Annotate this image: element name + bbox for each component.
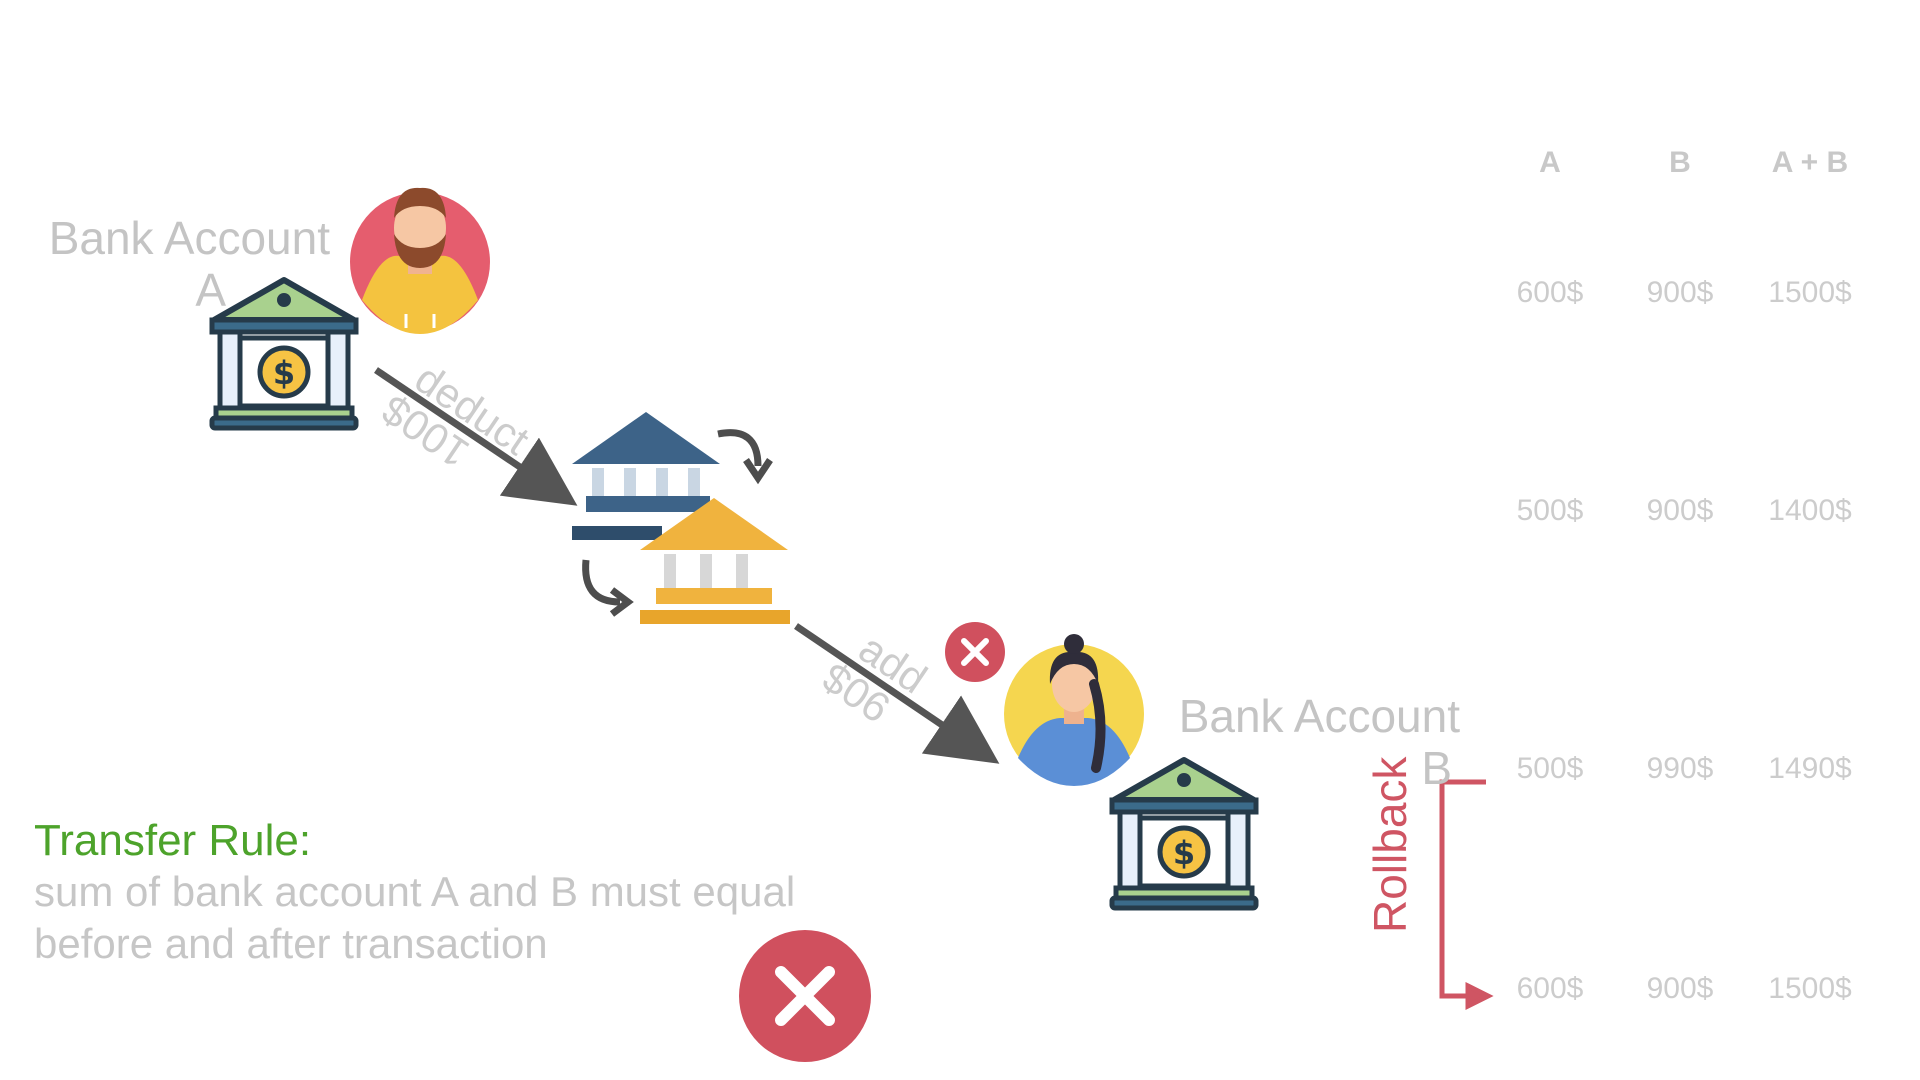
transfer-rule: Transfer Rule: sum of bank account A and… — [34, 816, 984, 970]
person-woman-avatar-icon — [1004, 634, 1144, 786]
account-a-line1: Bank Account — [48, 212, 330, 264]
rollback-label: Rollback — [1364, 756, 1416, 933]
bank-account-b-label: Bank Account B — [1140, 690, 1460, 794]
row4-a: 600$ — [1516, 972, 1584, 1005]
account-b-line2: B — [1421, 742, 1452, 794]
transfer-rule-title: Transfer Rule: — [34, 816, 312, 865]
transfer-rule-line2: before and after transaction — [34, 920, 548, 967]
person-man-avatar-icon — [350, 187, 490, 334]
row4-sum: 1500$ — [1768, 972, 1852, 1005]
row1-sum: 1500$ — [1768, 276, 1852, 309]
small-error-x-icon — [945, 622, 1005, 682]
header-sum: A + B — [1771, 146, 1849, 179]
row2-a: 500$ — [1516, 494, 1584, 527]
add-arrow — [794, 623, 1000, 764]
row2-sum: 1400$ — [1768, 494, 1852, 527]
row3-sum: 1490$ — [1768, 752, 1852, 785]
account-a-line2: A — [195, 264, 226, 316]
account-b-line1: Bank Account — [1178, 690, 1460, 742]
header-b: B — [1669, 146, 1691, 179]
row3-b: 990$ — [1646, 752, 1714, 785]
big-error-x-icon — [739, 930, 871, 1062]
transfer-rule-line1: sum of bank account A and B must equal — [34, 868, 796, 915]
bank-account-a-label: Bank Account A — [14, 212, 330, 316]
row1-a: 600$ — [1516, 276, 1584, 309]
deduct-arrow — [374, 367, 578, 506]
rollback-bracket — [1439, 779, 1494, 1011]
row1-b: 900$ — [1646, 276, 1714, 309]
row3-a: 500$ — [1516, 752, 1584, 785]
header-a: A — [1539, 146, 1561, 179]
row2-b: 900$ — [1646, 494, 1714, 527]
row4-b: 900$ — [1646, 972, 1714, 1005]
bank-transfer-icon — [572, 412, 790, 624]
